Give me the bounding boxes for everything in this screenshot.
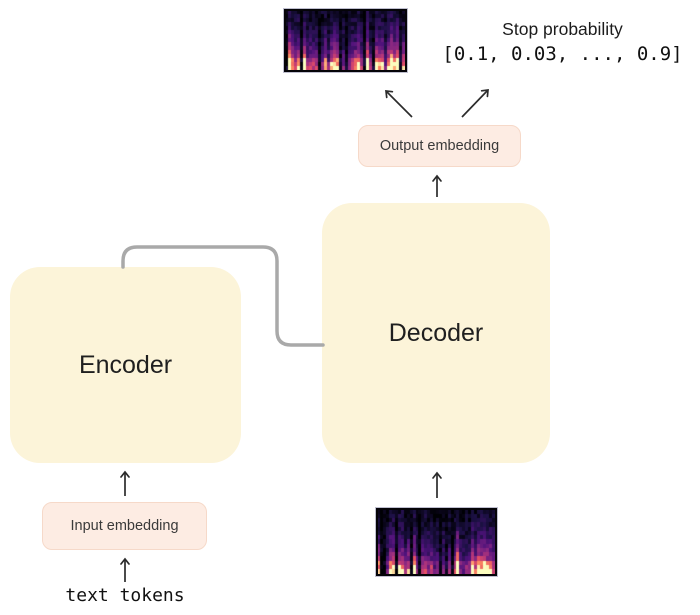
arrow-output-embedding-to-stop-probability	[461, 89, 489, 118]
output-embedding-block: Output embedding	[358, 125, 521, 167]
stop-probability-annotation: Stop probability [0.1, 0.03, ..., 0.9]	[425, 18, 700, 67]
encoder-label: Encoder	[78, 350, 173, 379]
text-tokens-label: text tokens	[65, 585, 185, 606]
output-embedding-label: Output embedding	[379, 138, 500, 154]
input-embedding-label: Input embedding	[70, 518, 179, 534]
stop-probability-values: [0.1, 0.03, ..., 0.9]	[442, 43, 683, 65]
output-spectrogram-icon	[283, 8, 408, 73]
decoder-block: Decoder	[322, 203, 550, 463]
arrow-output-embedding-to-spectrogram	[385, 90, 413, 118]
encoder-block: Encoder	[10, 267, 241, 463]
stop-probability-title: Stop probability	[502, 19, 623, 39]
input-embedding-block: Input embedding	[42, 502, 207, 550]
spectrogram-image	[378, 510, 495, 574]
input-spectrogram-icon	[375, 507, 498, 577]
decoder-label: Decoder	[388, 318, 484, 347]
spectrogram-image	[286, 11, 405, 70]
